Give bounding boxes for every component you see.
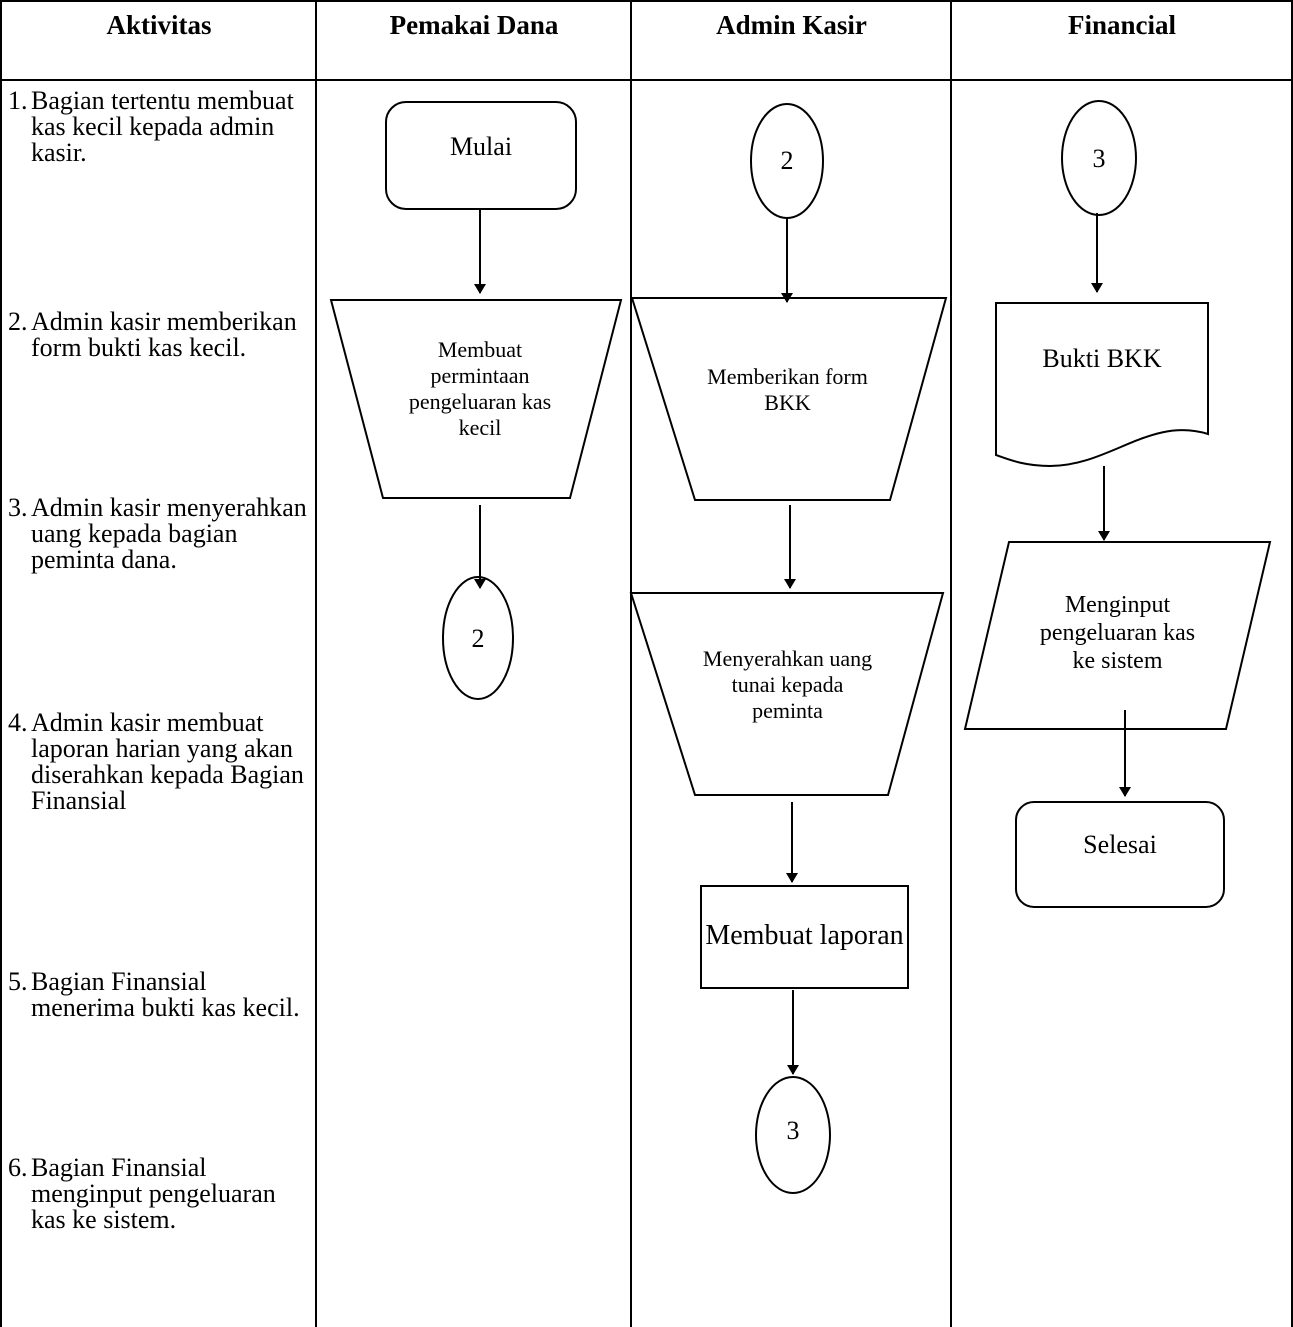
activity-item: 3. Admin kasir menyerahkan uang kepada b… [8, 495, 308, 573]
activity-item: 6. Bagian Finansial menginput pengeluara… [8, 1155, 308, 1233]
bukti-bkk-label: Bukti BKK [1042, 343, 1162, 373]
activity-number: 5. [8, 967, 28, 996]
connector-3-in [1061, 100, 1137, 216]
activity-item: 4. Admin kasir membuat laporan harian ya… [8, 710, 308, 814]
activity-number: 1. [8, 86, 28, 115]
activity-number: 4. [8, 708, 28, 737]
membuat-permintaan-label: Membuat permintaan pengeluaran kas kecil [408, 337, 552, 440]
selesai-label: Selesai [1083, 829, 1157, 859]
menginput-label: Menginput pengeluaran kas ke sistem [1039, 592, 1196, 674]
mulai-terminator [385, 101, 577, 210]
connector-3-in-label: 3 [1092, 143, 1106, 173]
menginput-data-io [963, 541, 1272, 730]
selesai-terminator [1015, 801, 1225, 908]
membuat-laporan-process [700, 885, 909, 989]
connector-2-out [442, 576, 514, 700]
activity-item: 1. Bagian tertentu membuat kas kecil kep… [8, 88, 308, 166]
membuat-permintaan-manual-op [329, 299, 623, 499]
connector-3-out [755, 1076, 831, 1194]
activity-number: 3. [8, 493, 28, 522]
activity-item: 2. Admin kasir memberikan form bukti kas… [8, 309, 308, 361]
memberikan-form-manual-op [630, 297, 948, 501]
membuat-laporan-label: Membuat laporan [705, 920, 904, 951]
column-header-pemakai-dana: Pemakai Dana [389, 9, 559, 40]
activity-text: Bagian Finansial menerima bukti kas keci… [31, 967, 300, 1022]
menyerahkan-uang-manual-op [629, 592, 945, 796]
activity-text: Admin kasir membuat laporan harian yang … [31, 708, 304, 815]
column-header-aktivitas: Aktivitas [106, 9, 212, 40]
bukti-bkk-document [995, 302, 1209, 468]
activity-text: Bagian tertentu membuat kas kecil kepada… [31, 86, 294, 167]
memberikan-form-label: Memberikan form BKK [707, 364, 868, 415]
connector-2-out-label: 2 [471, 623, 485, 653]
connector-2-in-label: 2 [780, 145, 794, 175]
column-header-financial: Financial [1067, 9, 1176, 40]
activity-text: Admin kasir memberikan form bukti kas ke… [31, 307, 297, 362]
activity-item: 5. Bagian Finansial menerima bukti kas k… [8, 969, 308, 1021]
activity-number: 6. [8, 1153, 28, 1182]
menyerahkan-uang-label: Menyerahkan uang tunai kepada peminta [702, 646, 873, 723]
activity-text: Bagian Finansial menginput pengeluaran k… [31, 1153, 276, 1234]
activity-text: Admin kasir menyerahkan uang kepada bagi… [31, 493, 307, 574]
column-header-admin-kasir: Admin Kasir [716, 9, 867, 40]
connector-3-out-label: 3 [786, 1115, 800, 1145]
mulai-label: Mulai [449, 131, 513, 161]
activity-number: 2. [8, 307, 28, 336]
